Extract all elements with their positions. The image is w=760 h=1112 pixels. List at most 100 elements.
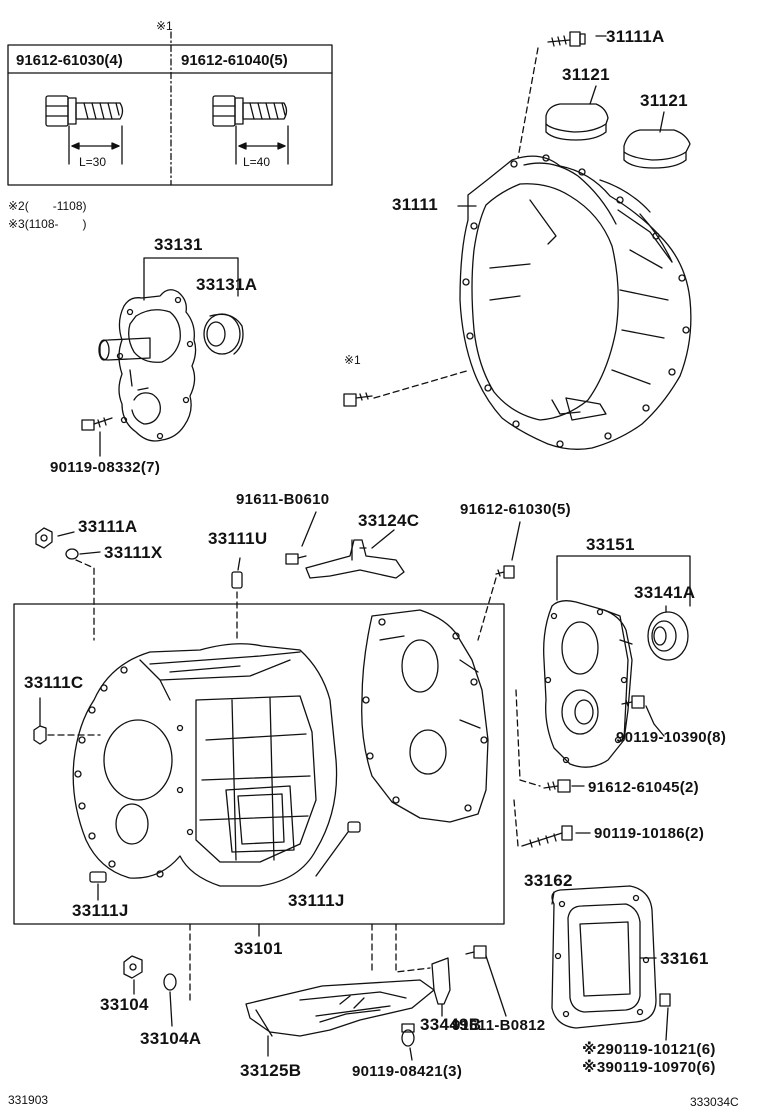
label-33162: 33162 [524, 871, 573, 890]
table-note-marker: ※1 [156, 19, 173, 33]
hole-cover-31121-b [623, 129, 691, 169]
bolt-icon-l30 [45, 95, 124, 165]
label-90119-08421: 90119-08421(3) [352, 1063, 463, 1080]
pin-33111j-right [347, 821, 361, 833]
label-33161: 33161 [660, 949, 709, 968]
bracket-33449b [431, 957, 451, 1005]
leader-91611-b0812 [485, 955, 507, 1017]
leader-33111x [75, 559, 95, 641]
leader-90119-10390 [645, 705, 665, 737]
label-note1-mark: ※1 [344, 353, 361, 367]
bolt-icon-l40 [212, 95, 289, 165]
bolt-91612-61030 [495, 565, 515, 579]
washer-33111x [65, 548, 79, 560]
leader-33111a [57, 531, 75, 537]
bracket-33131 [143, 257, 239, 297]
note-3: ※3(1108- ) [8, 217, 87, 231]
label-31121-a: 31121 [562, 65, 610, 84]
leader-31121-a [589, 85, 597, 105]
label-90119-10390: 90119-10390(8) [616, 729, 727, 746]
label-90119-10186: 90119-10186(2) [594, 825, 705, 842]
label-33111c: 33111C [24, 673, 84, 692]
ref-code-left: 331903 [8, 1093, 49, 1107]
label-33141a: 33141A [634, 583, 696, 602]
leader-31121-b [659, 111, 665, 133]
bolt-91611-b0812 [465, 945, 487, 959]
leader-33111u [237, 557, 241, 571]
clutch-housing-31111 [459, 154, 692, 450]
label-33151: 33151 [586, 535, 635, 554]
label-33449b: 33449B [420, 1015, 482, 1034]
label-90119-10970: ※390119-10970(6) [582, 1059, 716, 1076]
note-2: ※2( -1108) [8, 199, 87, 213]
leader-90119-08421 [409, 1047, 413, 1061]
label-33104: 33104 [100, 995, 149, 1014]
label-33111j-right: 33111J [288, 891, 345, 910]
label-31111: 31111 [392, 195, 438, 214]
leader-33124c [371, 529, 395, 549]
transfer-adapter-33151 [543, 600, 633, 768]
plug-90119-08421 [401, 1023, 415, 1047]
table-col1-header: 91612-61030(4) [16, 52, 123, 69]
table-length-30: L=30 [79, 155, 107, 169]
bolt-91612-61045 [543, 779, 571, 793]
pin-33111u [231, 571, 243, 589]
label-91612-61030: 91612-61030(5) [460, 501, 571, 518]
bolt-90119-10186 [521, 825, 573, 848]
bolt-90119-10121 [659, 993, 671, 1007]
label-33104a: 33104A [140, 1029, 202, 1048]
label-90119-08332: 90119-08332(7) [50, 459, 161, 476]
bolt-note1-housing [343, 392, 373, 407]
ref-code-right: 333034C [690, 1095, 739, 1109]
washer-33104a [163, 973, 177, 991]
fastener-table-frame [7, 44, 333, 186]
leader-33162 [551, 891, 555, 905]
leader-91611-b0610 [301, 511, 317, 547]
nut-33104 [123, 955, 143, 979]
transmission-case-right [361, 609, 489, 823]
bracket-33124c [305, 539, 405, 579]
table-col2-header: 91612-61040(5) [181, 52, 288, 69]
table-length-40: L=40 [243, 155, 271, 169]
label-91612-61045: 91612-61045(2) [588, 779, 699, 796]
leader-91612-61030 [511, 521, 521, 561]
label-91611-b0812: 91611-B0812 [452, 1017, 546, 1034]
label-33111a: 33111A [78, 517, 138, 536]
label-33111u: 33111U [208, 529, 268, 548]
plug-33111c [33, 725, 47, 745]
transmission-case-left [72, 643, 338, 887]
extension-housing-33131 [98, 289, 197, 442]
leader-33104a [169, 991, 173, 1027]
leader-note1-housing [373, 369, 471, 399]
label-33111x: 33111X [104, 543, 163, 562]
label-31121-b: 31121 [640, 91, 688, 110]
label-31111a: 31111A [606, 27, 665, 46]
label-33131a: 33131A [196, 275, 258, 294]
bolt-90119-10390 [621, 695, 645, 709]
hole-cover-31121-a [545, 103, 609, 141]
bolt-31111a-top [547, 31, 586, 47]
bolt-91611-b0610 [285, 553, 307, 565]
oil-seal-33141a [647, 611, 689, 661]
label-33131: 33131 [154, 235, 203, 254]
transmission-cover-33125b [245, 979, 435, 1037]
transmission-case-frame [13, 603, 505, 925]
label-33125b: 33125B [240, 1061, 302, 1080]
label-33101: 33101 [234, 939, 283, 958]
label-33111j-left: 33111J [72, 901, 129, 920]
leader-33111x-label [79, 551, 101, 555]
pin-33111j-left [89, 871, 107, 883]
bolt-90119-08332 [81, 417, 113, 431]
leader-90119-10121 [665, 1007, 669, 1041]
label-90119-10121: ※290119-10121(6) [582, 1041, 716, 1058]
oil-seal-33131a [203, 313, 244, 355]
leader-31111a [517, 47, 539, 159]
cover-33161 [551, 885, 657, 1029]
leader-33111j-right [315, 831, 349, 877]
bracket-33151 [556, 555, 691, 607]
label-33124c: 33124C [358, 511, 420, 530]
label-91611-b0610: 91611-B0610 [236, 491, 330, 508]
nut-33111a [35, 527, 53, 549]
